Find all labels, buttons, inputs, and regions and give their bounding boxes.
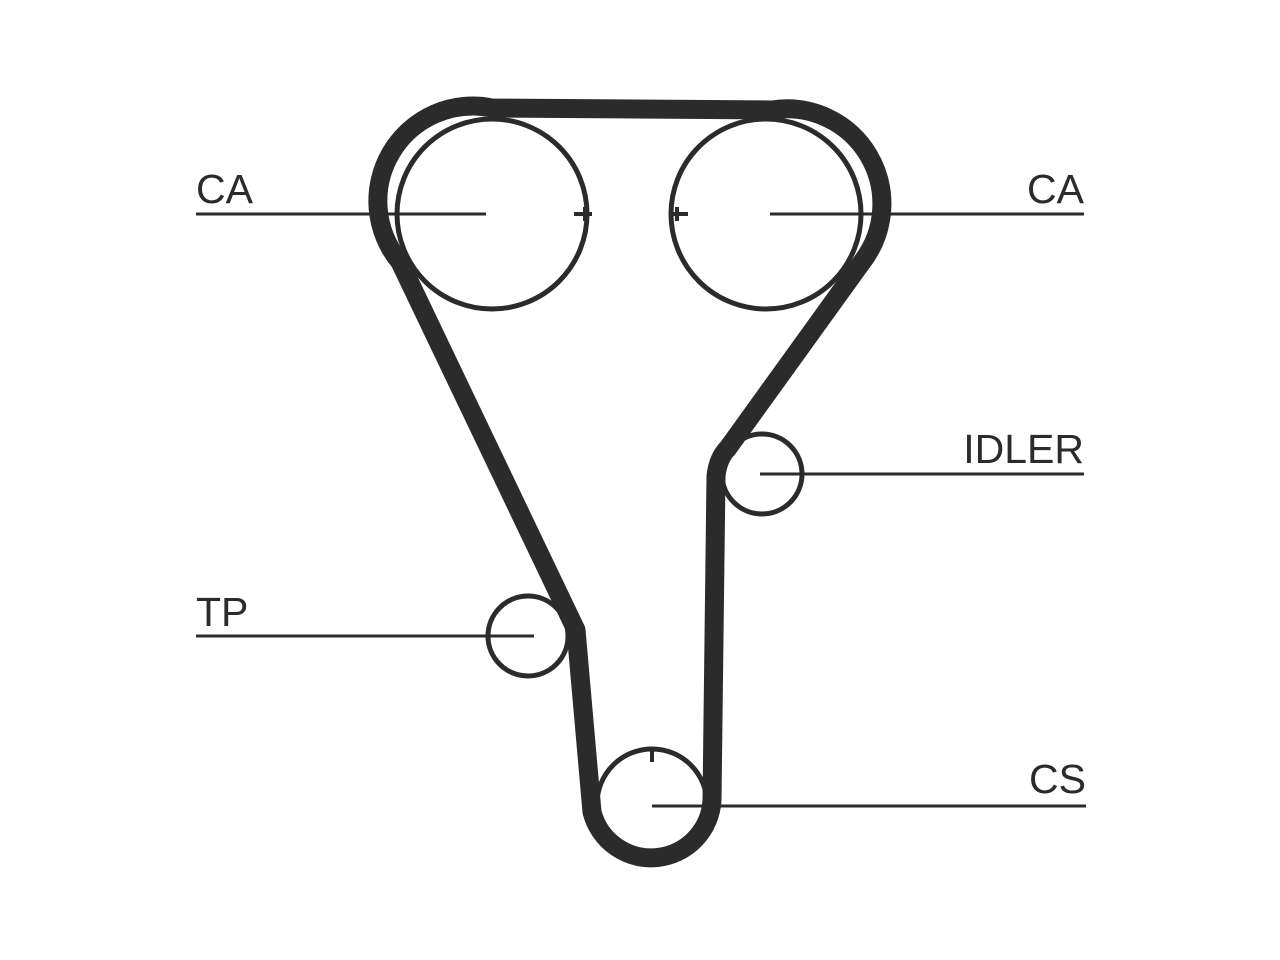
label-crankshaft: CS <box>1029 756 1086 802</box>
label-tensioner: TP <box>196 589 248 635</box>
crankshaft-pulley <box>594 746 710 862</box>
label-cam-right: CA <box>1027 166 1085 212</box>
label-cam-left: CA <box>196 166 254 212</box>
label-idler: IDLER <box>963 426 1084 472</box>
timing-belt <box>368 96 892 868</box>
